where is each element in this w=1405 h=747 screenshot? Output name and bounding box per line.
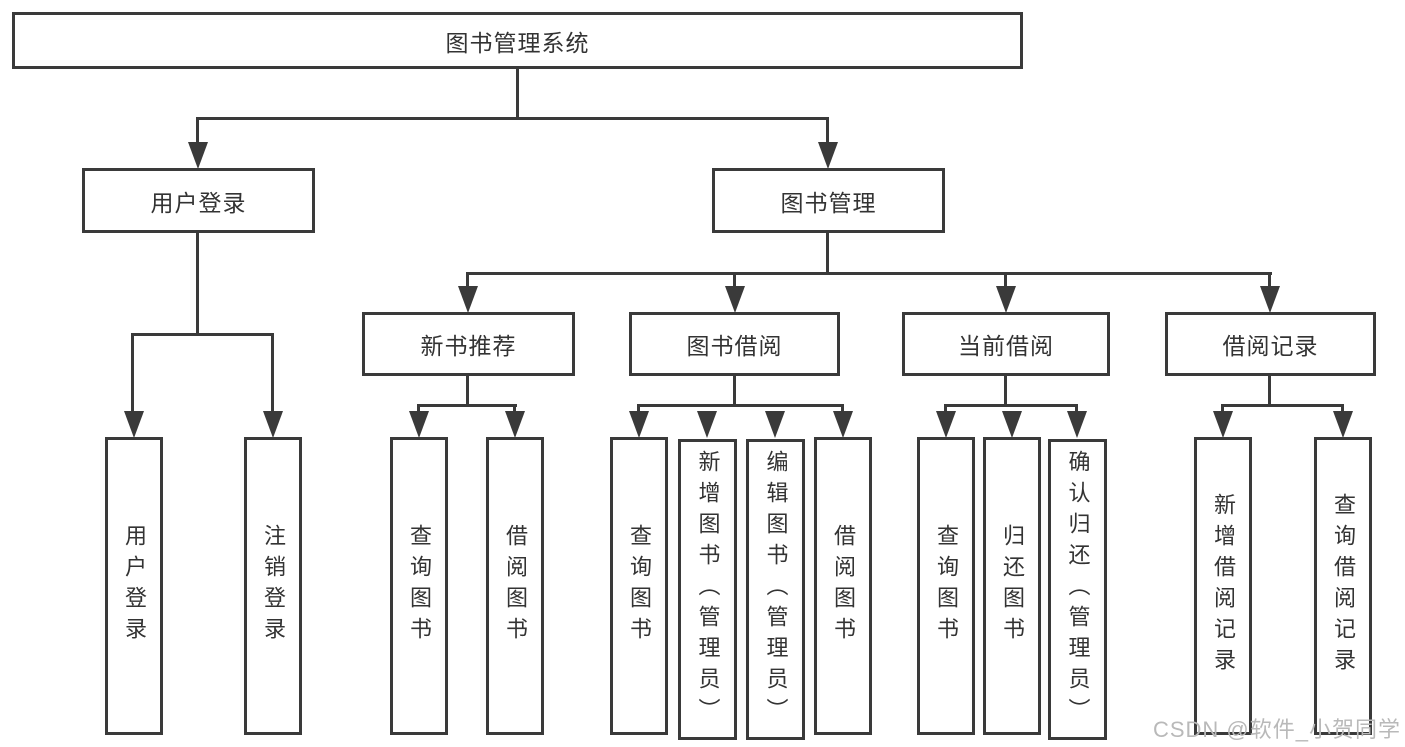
connector-line xyxy=(1075,404,1078,416)
connector-line xyxy=(466,376,469,407)
csdn-watermark: CSDN @软件_小贺同学 xyxy=(1152,717,1401,742)
connector-line xyxy=(1004,272,1007,288)
node-current-borrow-label: 当前借阅 xyxy=(958,333,1054,359)
node-current-borrow: 当前借阅 xyxy=(902,312,1110,376)
leaf-user-login-label: 用户登录 xyxy=(122,524,147,648)
leaf-add-book-admin: 新增图书（管理员） xyxy=(678,439,737,740)
connector-line xyxy=(1341,404,1344,416)
connector-line xyxy=(196,117,199,147)
leaf-query-book-3-label: 查询图书 xyxy=(934,524,959,648)
leaf-user-login: 用户登录 xyxy=(105,437,163,735)
leaf-borrow-book-1-label: 借阅图书 xyxy=(503,524,528,648)
node-book-borrow-label: 图书借阅 xyxy=(686,333,783,359)
connector-line xyxy=(944,404,1078,407)
connector-line xyxy=(944,404,947,416)
connector-line xyxy=(1221,404,1224,416)
arrowhead-icon xyxy=(697,411,717,438)
leaf-borrow-book-2: 借阅图书 xyxy=(814,437,872,735)
connector-line xyxy=(131,333,134,413)
connector-line xyxy=(841,404,844,416)
connector-line xyxy=(733,272,736,288)
node-root-label: 图书管理系统 xyxy=(445,29,590,56)
node-borrow-record-label: 借阅记录 xyxy=(1222,333,1319,359)
leaf-query-book-2: 查询图书 xyxy=(610,437,668,735)
arrowhead-icon xyxy=(505,411,525,438)
connector-line xyxy=(466,272,1272,275)
leaf-add-book-admin-label: 新增图书（管理员） xyxy=(695,450,721,729)
arrowhead-icon xyxy=(458,286,478,313)
arrowhead-icon xyxy=(765,411,785,438)
connector-line xyxy=(417,404,420,416)
connector-line xyxy=(1268,272,1271,288)
connector-line xyxy=(637,404,844,407)
arrowhead-icon xyxy=(1002,411,1022,438)
arrowhead-icon xyxy=(124,411,144,438)
connector-line xyxy=(1221,404,1344,407)
connector-line xyxy=(466,272,469,288)
node-new-book-recommend-label: 新书推荐 xyxy=(420,333,517,359)
arrowhead-icon xyxy=(263,411,283,438)
arrowhead-icon xyxy=(188,142,208,169)
arrowhead-icon xyxy=(725,286,745,313)
node-book-borrow: 图书借阅 xyxy=(629,312,840,376)
node-book-management: 图书管理 xyxy=(712,168,945,233)
connector-line xyxy=(196,233,199,335)
leaf-borrow-book-1: 借阅图书 xyxy=(486,437,544,735)
leaf-add-borrow-record-label: 新增借阅记录 xyxy=(1211,493,1236,679)
node-borrow-record: 借阅记录 xyxy=(1165,312,1376,376)
node-book-management-label: 图书管理 xyxy=(780,189,877,216)
leaf-query-book-2-label: 查询图书 xyxy=(627,524,652,648)
connector-line xyxy=(826,233,829,274)
connector-line xyxy=(516,68,519,119)
node-new-book-recommend: 新书推荐 xyxy=(362,312,575,376)
arrowhead-icon xyxy=(996,286,1016,313)
leaf-logout: 注销登录 xyxy=(244,437,302,735)
arrowhead-icon xyxy=(629,411,649,438)
arrowhead-icon xyxy=(1333,411,1353,438)
connector-line xyxy=(271,333,274,413)
node-user-login-label: 用户登录 xyxy=(150,189,247,216)
connector-line xyxy=(417,404,517,407)
leaf-confirm-return-admin: 确认归还（管理员） xyxy=(1048,439,1107,740)
leaf-query-book-3: 查询图书 xyxy=(917,437,975,735)
connector-line xyxy=(637,404,640,416)
arrowhead-icon xyxy=(818,142,838,169)
connector-line xyxy=(196,117,829,120)
leaf-query-borrow-record-label: 查询借阅记录 xyxy=(1331,493,1356,679)
leaf-edit-book-admin: 编辑图书（管理员） xyxy=(746,439,805,740)
connector-line xyxy=(1268,376,1271,407)
leaf-borrow-book-2-label: 借阅图书 xyxy=(831,524,856,648)
connector-line xyxy=(1004,376,1007,407)
leaf-query-book-1-label: 查询图书 xyxy=(407,524,432,648)
leaf-edit-book-admin-label: 编辑图书（管理员） xyxy=(763,450,789,729)
arrowhead-icon xyxy=(1067,411,1087,438)
connector-line xyxy=(131,333,274,336)
arrowhead-icon xyxy=(1260,286,1280,313)
arrowhead-icon xyxy=(833,411,853,438)
arrowhead-icon xyxy=(936,411,956,438)
leaf-query-book-1: 查询图书 xyxy=(390,437,448,735)
connector-line xyxy=(513,404,516,416)
leaf-return-book: 归还图书 xyxy=(983,437,1041,735)
connector-line xyxy=(733,376,736,407)
arrowhead-icon xyxy=(1213,411,1233,438)
leaf-return-book-label: 归还图书 xyxy=(1000,524,1025,648)
connector-line xyxy=(826,117,829,147)
leaf-query-borrow-record: 查询借阅记录 xyxy=(1314,437,1372,735)
node-user-login: 用户登录 xyxy=(82,168,315,233)
arrowhead-icon xyxy=(409,411,429,438)
node-root: 图书管理系统 xyxy=(12,12,1023,69)
leaf-confirm-return-admin-label: 确认归还（管理员） xyxy=(1065,450,1091,729)
leaf-add-borrow-record: 新增借阅记录 xyxy=(1194,437,1252,735)
leaf-logout-label: 注销登录 xyxy=(261,524,286,648)
